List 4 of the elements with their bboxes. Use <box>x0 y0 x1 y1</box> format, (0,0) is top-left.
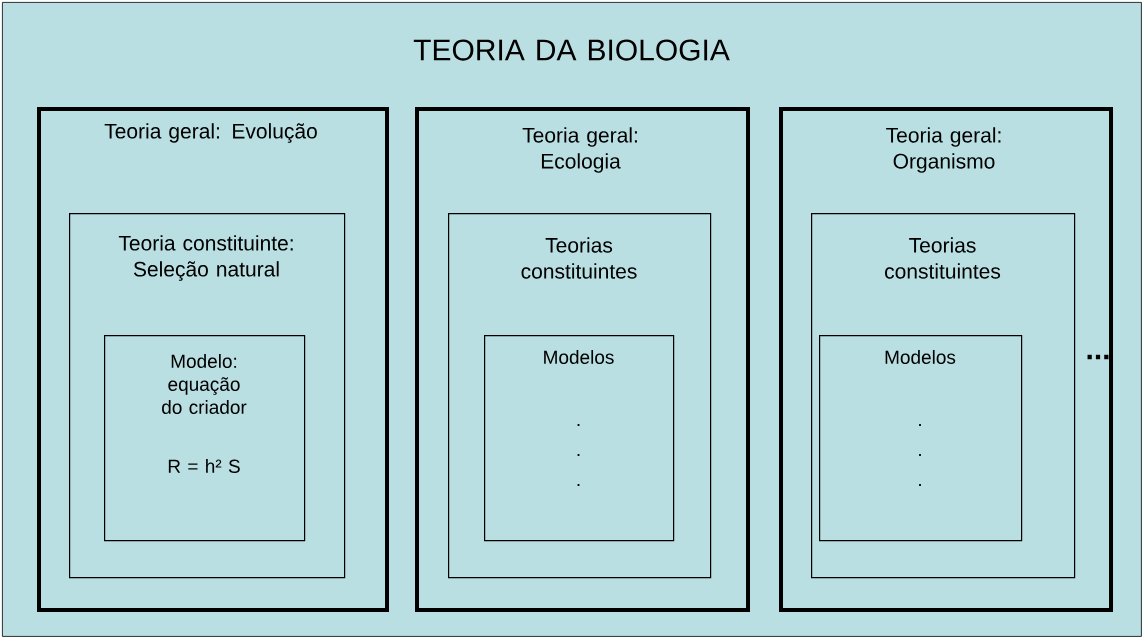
model-box: Modelo: equação do criador R = h² S <box>104 335 306 542</box>
model-box: Modelos . . . <box>819 335 1023 542</box>
ellipsis: ... <box>1087 354 1109 360</box>
model-box: Modelos . . . <box>484 335 675 542</box>
